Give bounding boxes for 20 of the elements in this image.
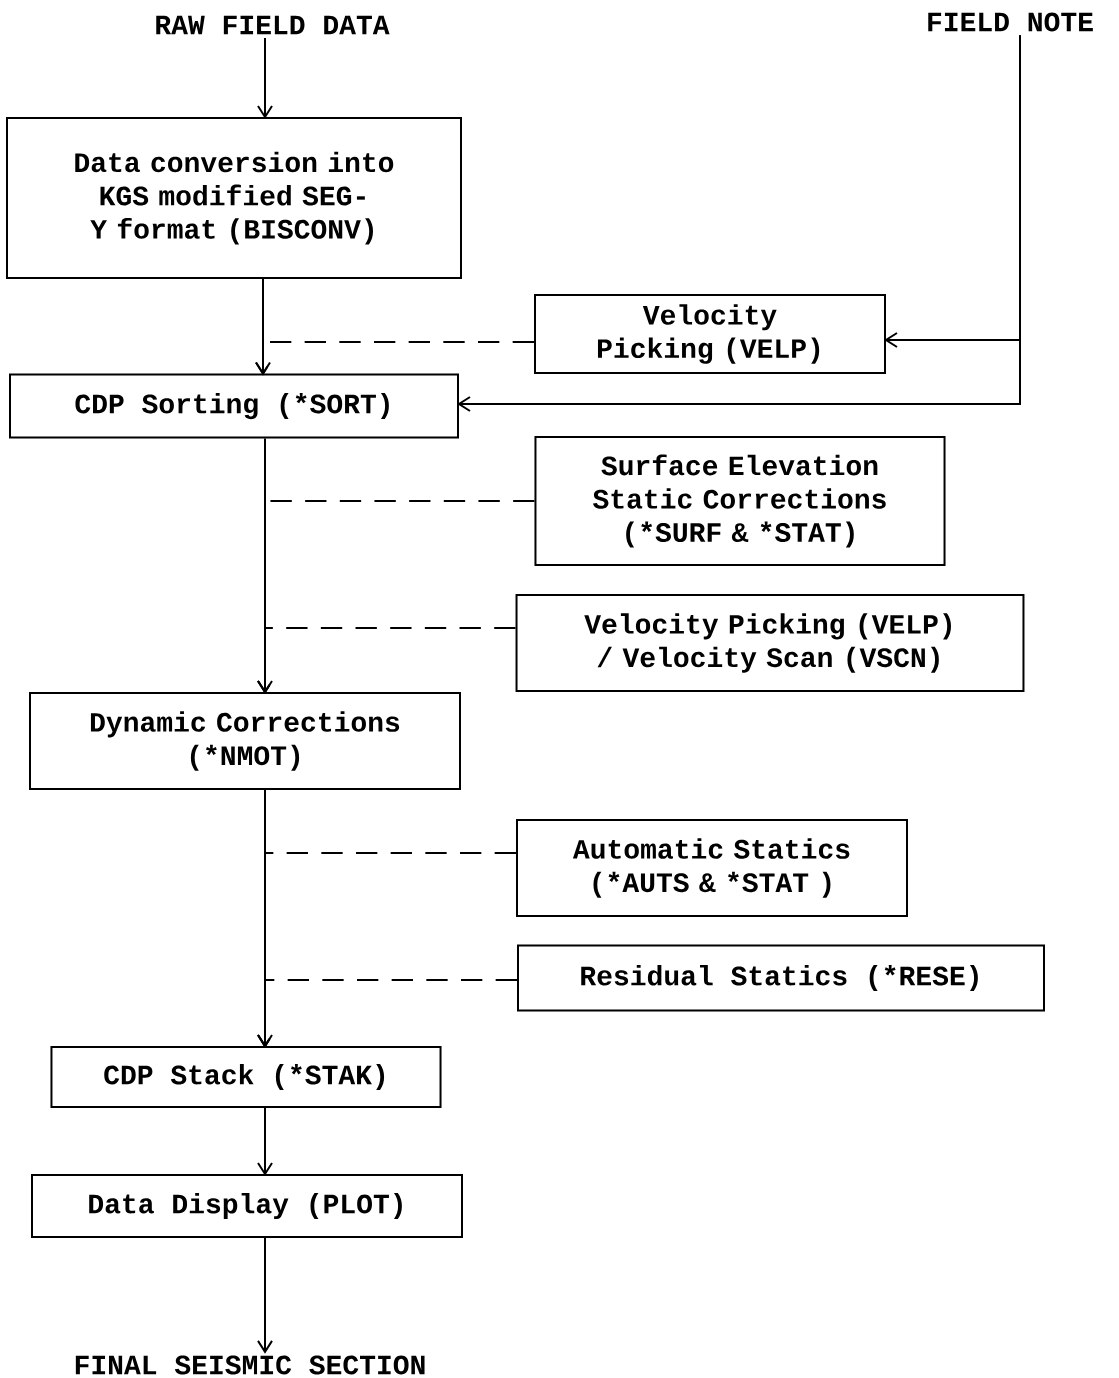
process-box: Dynamic Corrections (*NMOT) [29, 692, 461, 790]
arrow [257, 36, 273, 119]
terminal-label: FIELD NOTE [928, 12, 1093, 32]
process-box: Velocity Picking (VELP) [534, 294, 886, 374]
arrow [257, 1237, 273, 1354]
arrow [257, 1107, 273, 1176]
arrow [457, 34, 1021, 412]
process-box: Data conversion into KGS modified SEG-Y format (BISCONV) [6, 117, 462, 279]
arrow [255, 341, 535, 376]
terminal-label: RAW FIELD DATA [156, 15, 390, 35]
process-box: Residual Statics (*RESE) [517, 944, 1045, 1012]
process-box: CDP Sorting (*SORT) [9, 373, 459, 439]
process-box: Data Display (PLOT) [31, 1174, 463, 1238]
terminal-label: FINAL SEISMIC SECTION [75, 1355, 425, 1375]
process-box: Surface Elevation Static Corrections (*SURF & *STAT) [534, 436, 946, 566]
process-box: CDP Stack (*STAK) [50, 1046, 442, 1108]
process-box: Automatic Statics (*AUTS & *STAT ) [516, 819, 908, 917]
arrow [257, 979, 518, 1048]
arrow [257, 627, 517, 694]
process-box: Velocity Picking (VELP) / Velocity Scan (VSCN) [515, 594, 1025, 692]
